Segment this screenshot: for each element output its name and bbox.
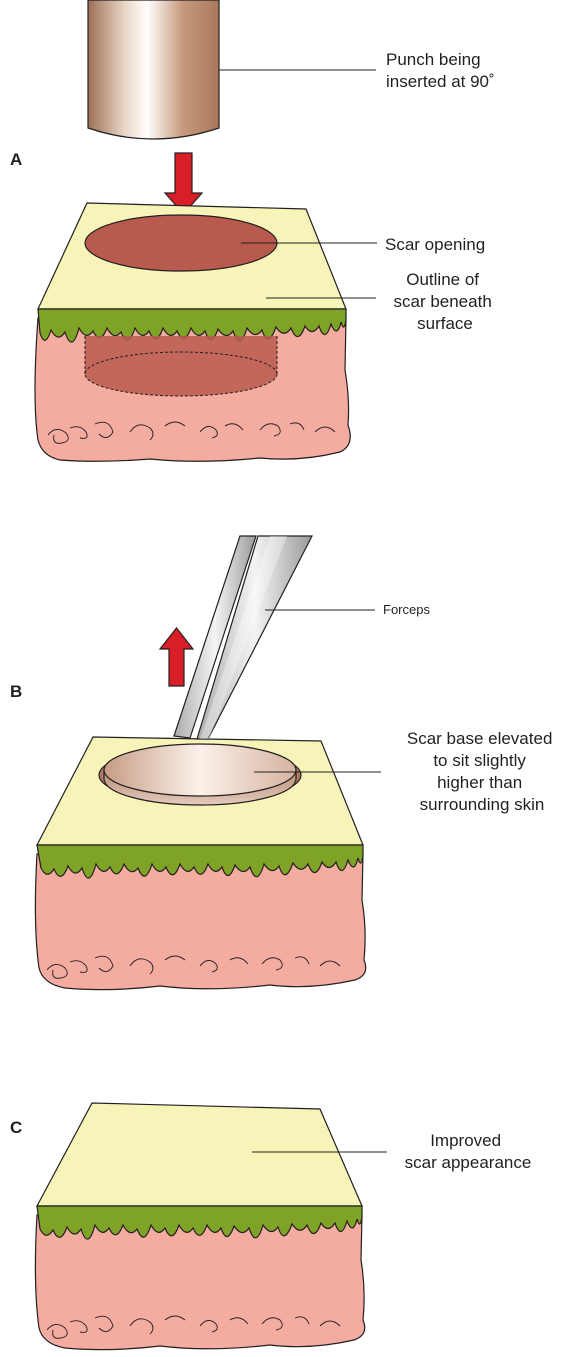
label-elevated-line-2: to sit slightly: [433, 751, 526, 770]
label-improved-line-2: scar appearance: [405, 1153, 532, 1172]
label-outline-line-1: Outline of: [406, 270, 479, 289]
label-improved: Improved scar appearance: [405, 1131, 532, 1172]
label-elevated-line-1: Scar base elevated: [407, 729, 553, 748]
label-scar-opening: Scar opening: [385, 235, 485, 254]
label-elevated-line-3: higher than: [437, 773, 522, 792]
punch-instrument: [88, 0, 219, 139]
forceps: [174, 536, 312, 739]
panel-letter-a: A: [10, 150, 22, 169]
panel-a: A: [10, 0, 497, 461]
panel-c: C Improved scar appearance: [10, 1103, 531, 1350]
label-outline-line-2: scar beneath: [393, 292, 491, 311]
label-punch-line-1: Punch being: [386, 50, 481, 69]
label-outline-line-3: surface: [417, 314, 473, 333]
label-forceps: Forceps: [383, 602, 430, 617]
label-outline: Outline of scar beneath surface: [393, 270, 496, 333]
label-forceps-line-1: Forceps: [383, 602, 430, 617]
skin-block-a: [35, 203, 350, 461]
up-arrow-icon: [160, 628, 193, 686]
label-punch: Punch being inserted at 90˚: [386, 50, 495, 91]
label-scar-opening-line-1: Scar opening: [385, 235, 485, 254]
panel-letter-b: B: [10, 682, 22, 701]
panel-letter-c: C: [10, 1118, 22, 1137]
label-elevated: Scar base elevated to sit slightly highe…: [407, 729, 557, 814]
label-elevated-line-4: surrounding skin: [420, 795, 545, 814]
label-improved-line-1: Improved: [430, 1131, 501, 1150]
skin-block-c: [35, 1103, 364, 1350]
label-punch-line-2: inserted at 90˚: [386, 72, 495, 91]
panel-b: B Forceps: [10, 536, 557, 990]
skin-block-b: [35, 737, 365, 990]
